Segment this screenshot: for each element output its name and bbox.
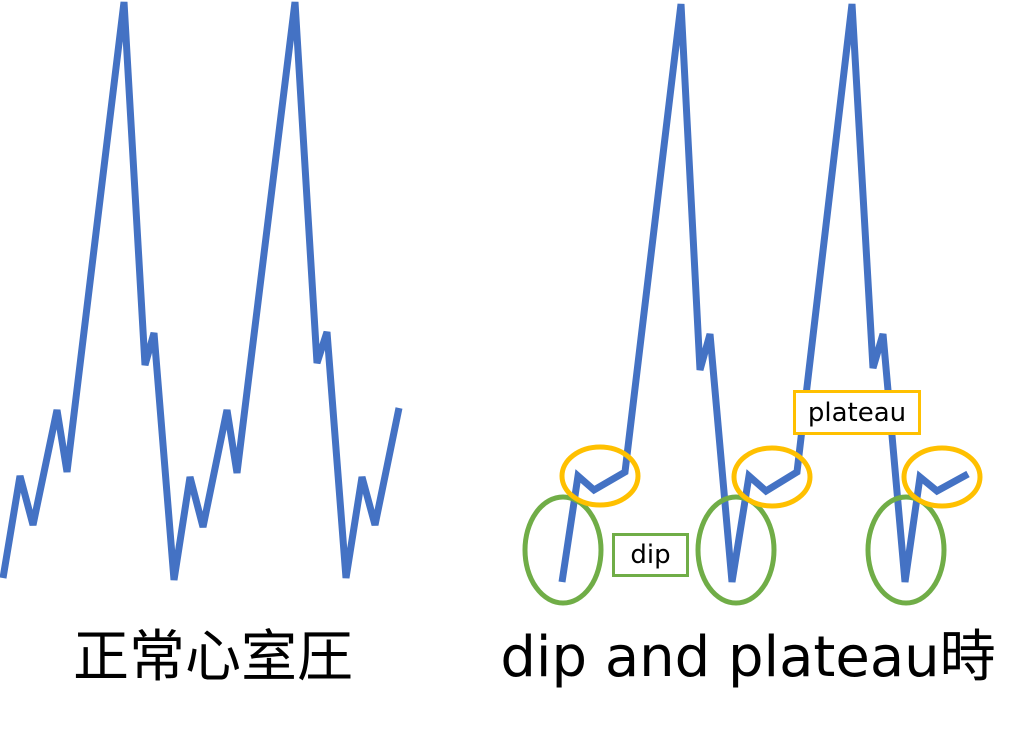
dip-ellipse [865, 494, 947, 606]
plateau-label-box: plateau [793, 390, 921, 435]
plateau-markers [559, 444, 983, 509]
dip-and-plateau-caption: dip and plateau時 [500, 625, 996, 690]
plateau-label: plateau [807, 397, 907, 428]
plateau-ellipse [901, 445, 983, 509]
normal-caption: 正常心室圧 [73, 625, 353, 690]
dip-markers [522, 494, 947, 606]
dip-label-box: dip [612, 533, 689, 577]
dip-ellipse [522, 494, 604, 606]
dip-ellipse [695, 494, 777, 606]
plateau-ellipse [731, 445, 813, 509]
dip-label: dip [630, 540, 671, 570]
normal-ventricular-pressure-waveform [0, 1, 403, 581]
plateau-ellipse [559, 444, 641, 508]
dip-and-plateau-waveform [558, 3, 970, 583]
